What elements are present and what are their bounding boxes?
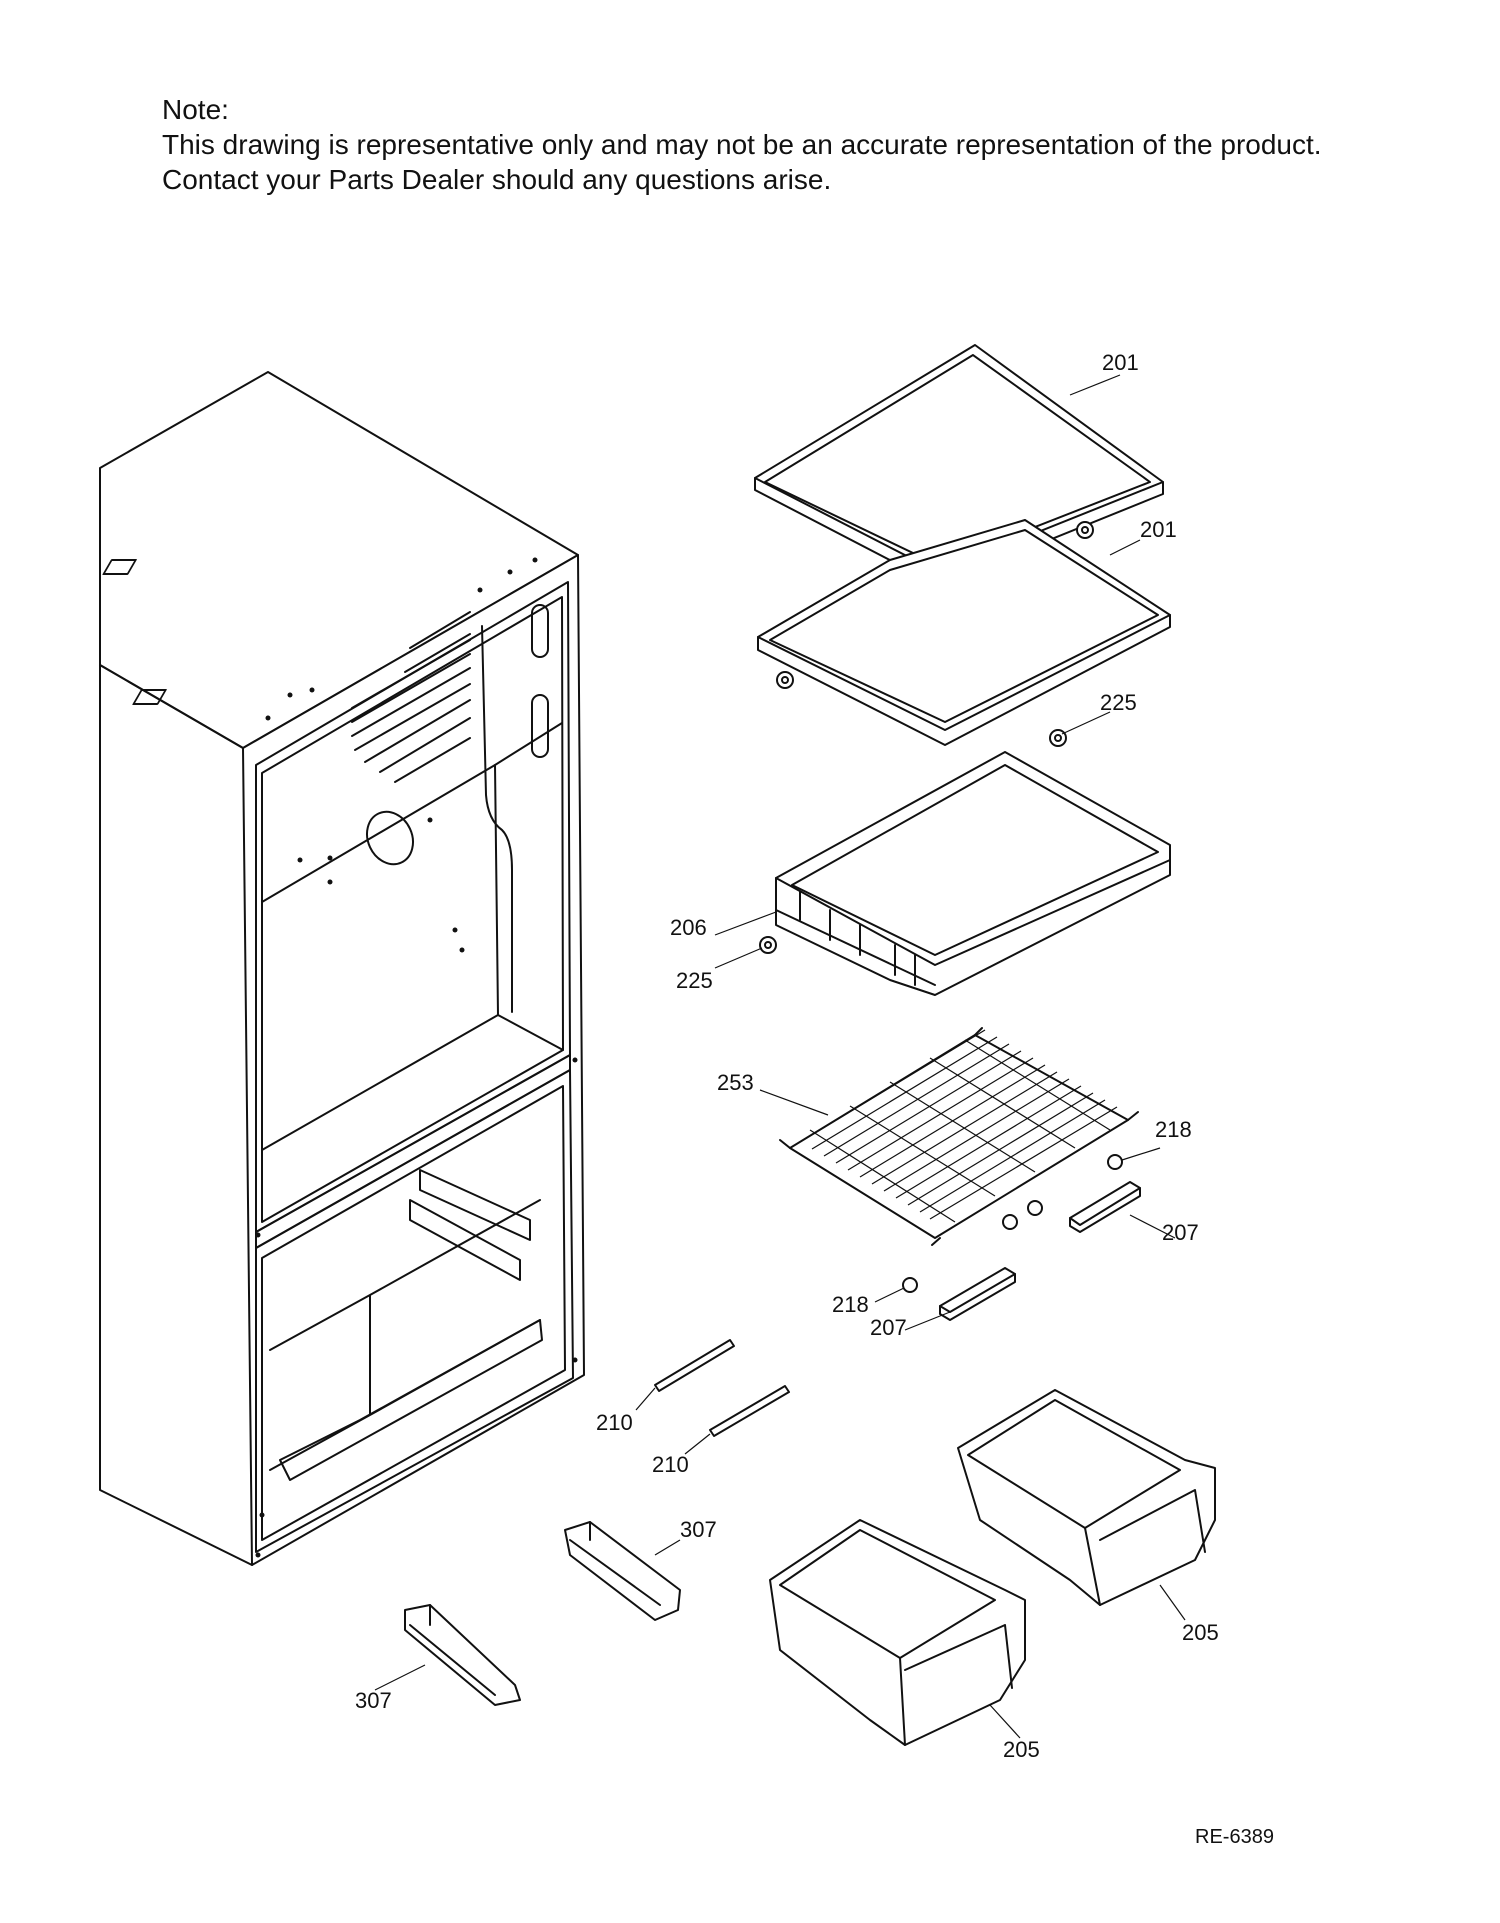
callout-225: 225 (676, 968, 713, 993)
callout-205: 205 (1182, 1620, 1219, 1645)
callout-210: 210 (652, 1452, 689, 1477)
callout-225: 225 (1100, 690, 1137, 715)
callout-253: 253 (717, 1070, 754, 1095)
callout-201: 201 (1102, 350, 1139, 375)
shelf-stop-218 (902, 1154, 1123, 1293)
crisper-drawer-205-back (957, 1389, 1216, 1606)
callout-206: 206 (670, 915, 707, 940)
drawer-bracket-307 (404, 1521, 681, 1706)
rail-rod-210 (654, 1339, 790, 1437)
diagram-reference-code: RE-6389 (1195, 1826, 1274, 1848)
crisper-drawer-205-front (769, 1519, 1026, 1746)
glass-shelf-201-top (754, 344, 1164, 586)
glass-shelf-201-second (757, 519, 1171, 746)
callout-207: 207 (1162, 1220, 1199, 1245)
callout-210: 210 (596, 1410, 633, 1435)
callout-207: 207 (870, 1315, 907, 1340)
note-heading: Note: (162, 94, 229, 125)
callout-205: 205 (1003, 1737, 1040, 1762)
shelf-support-225 (759, 521, 1094, 954)
note-line-1: This drawing is representative only and … (162, 129, 1322, 160)
callout-218: 218 (832, 1292, 869, 1317)
callout-201: 201 (1140, 517, 1177, 542)
callout-218: 218 (1155, 1117, 1192, 1142)
disclaimer-note: Note: This drawing is representative onl… (162, 92, 1322, 197)
shelf-assembly-206 (775, 751, 1171, 996)
callout-307: 307 (680, 1517, 717, 1542)
callout-307: 307 (355, 1688, 392, 1713)
note-line-2: Contact your Parts Dealer should any que… (162, 164, 832, 195)
wire-shelf-253 (779, 1027, 1139, 1246)
callout-leaders (374, 374, 1186, 1739)
refrigerator-cabinet (99, 371, 585, 1566)
callout-labels: 201 201 225 206 225 253 218 207 218 207 … (355, 350, 1219, 1762)
shelf-slide-207 (939, 1181, 1141, 1321)
